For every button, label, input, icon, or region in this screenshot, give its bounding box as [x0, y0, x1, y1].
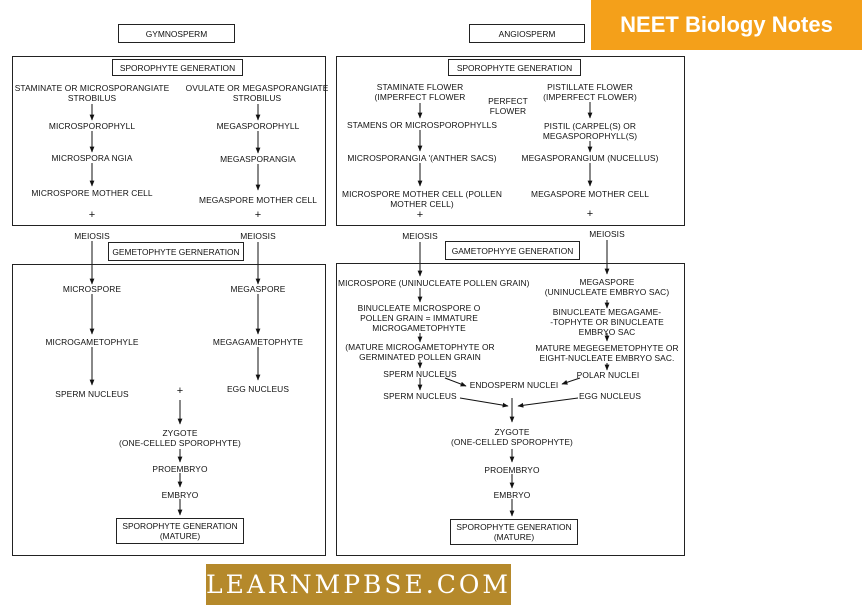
ang-microspore: MICROSPORE (UNINUCLEATE POLLEN GRAIN)	[338, 278, 530, 288]
ang-megaspore: MEGASPORE(UNINUCLEATE EMBRYO SAC)	[544, 277, 670, 297]
ang-zygote: ZYGOTE(ONE-CELLED SPOROPHYTE)	[451, 427, 573, 447]
gym-fertilization-plus: +	[176, 385, 184, 397]
gym-meiosis-right: MEIOSIS	[240, 231, 276, 241]
ang-binucleate-mega: BINUCLEATE MEGAGAME--TOPHYTE OR BINUCLEA…	[550, 307, 664, 337]
ang-endosperm-nuclei: ENDOSPERM NUCLEI	[469, 380, 559, 390]
ang-plus-left: +	[416, 209, 424, 221]
ang-embryo: EMBRYO	[493, 490, 531, 500]
gym-plus-right: +	[254, 209, 262, 221]
gym-sporophyte-label: SPOROPHYTE GENERATION	[112, 59, 243, 76]
gym-megagametophyte: MEGAGAMETOPHYTE	[212, 337, 304, 347]
ang-meiosis-right: MEIOSIS	[589, 229, 625, 239]
ang-sporophyte-label: SPOROPHYTE GENERATION	[448, 59, 581, 76]
gym-gametophyte-label: GEMETOPHYTE GERNERATION	[108, 242, 244, 261]
gym-megaspore-mother: MEGASPORE MOTHER CELL	[199, 195, 317, 205]
gym-final-sporophyte: SPOROPHYTE GENERATION(MATURE)	[116, 518, 244, 544]
gym-title: GYMNOSPERM	[118, 24, 235, 43]
ang-egg-nucleus: EGG NUCLEUS	[578, 391, 642, 401]
gym-zygote: ZYGOTE(ONE-CELLED SPOROPHYTE)	[119, 428, 241, 448]
gym-proembryo: PROEMBRYO	[152, 464, 208, 474]
gym-microspore: MICROSPORE	[62, 284, 122, 294]
gym-egg-nucleus: EGG NUCLEUS	[226, 384, 290, 394]
ang-final-sporophyte: SPOROPHYTE GENERATION(MATURE)	[450, 519, 578, 545]
gym-meiosis-left: MEIOSIS	[74, 231, 110, 241]
neet-badge: NEET Biology Notes	[591, 0, 862, 50]
gym-microspore-mother: MICROSPORE MOTHER CELL	[31, 188, 153, 198]
ang-gametophyte-box	[336, 263, 685, 556]
gym-microsporophyll: MICROSPOROPHYLL	[48, 121, 136, 131]
gym-megasporangia: MEGASPORANGIA	[220, 154, 296, 164]
ang-stamens: STAMENS OR MICROSPOROPHYLLS	[346, 120, 498, 130]
gym-microsporangia: MICROSPORA NGIA	[51, 153, 133, 163]
ang-meiosis-left: MEIOSIS	[402, 231, 438, 241]
ang-plus-right: +	[586, 208, 594, 220]
ang-microsporangia: MICROSPORANGIA '(ANTHER SACS)	[347, 153, 497, 163]
ang-pistillate: PISTILLATE FLOWER(IMPERFECT FLOWER)	[543, 82, 637, 102]
ang-sperm-nucleus-1: SPERM NUCLEUS	[383, 369, 457, 379]
brand-banner: LEARNMPBSE.COM	[206, 564, 511, 605]
ang-sporophyte-box	[336, 56, 685, 226]
ang-megaspore-mother: MEGASPORE MOTHER CELL	[531, 189, 649, 199]
ang-polar-nuclei: POLAR NUCLEI	[576, 370, 640, 380]
gym-sporophyte-box	[12, 56, 326, 226]
ang-title: ANGIOSPERM	[469, 24, 585, 43]
gym-sperm-nucleus: SPERM NUCLEUS	[55, 389, 129, 399]
ang-proembryo: PROEMBRYO	[484, 465, 540, 475]
gym-megaspore: MEGASPORE	[230, 284, 286, 294]
gym-plus-left: +	[88, 209, 96, 221]
gym-microgametophyle: MICROGAMETOPHYLE	[45, 337, 139, 347]
ang-gametophyte-label: GAMETOPHYYE GENERATION	[445, 241, 580, 260]
gym-gametophyte-box	[12, 264, 326, 556]
gym-megasporophyll: MEGASPOROPHYLL	[216, 121, 300, 131]
gym-embryo: EMBRYO	[161, 490, 199, 500]
ang-sperm-nucleus-2: SPERM NUCLEUS	[383, 391, 457, 401]
ang-staminate: STAMINATE FLOWER(IMPERFECT FLOWER	[374, 82, 466, 102]
ang-megasporangium: MEGASPORANGIUM (NUCELLUS)	[521, 153, 659, 163]
